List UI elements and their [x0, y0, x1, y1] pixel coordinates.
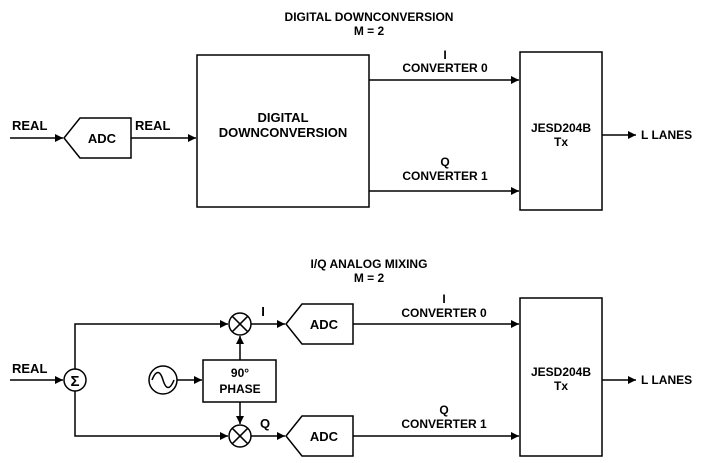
phase-block: [202, 359, 277, 403]
bottom-i-converter: CONVERTER 0: [401, 306, 487, 320]
i-mixer-label: I: [261, 304, 265, 319]
sum-to-i-mixer-path: [74, 320, 228, 369]
top-q-label: Q: [440, 155, 449, 169]
top-ddc-block: [196, 54, 370, 208]
bottom-title-line1: I/Q ANALOG MIXING: [311, 257, 428, 271]
top-ddc-line1: DIGITAL: [257, 110, 308, 125]
adc-q-label: ADC: [310, 429, 339, 444]
bottom-diagram: I/Q ANALOG MIXING M = 2 REAL Σ: [10, 257, 692, 457]
bottom-jesd-block: [519, 297, 603, 457]
top-jesd-line2: Tx: [554, 135, 568, 149]
top-diagram: DIGITAL DOWNCONVERSION M = 2 REAL ADC RE…: [10, 10, 692, 211]
top-i-label: I: [443, 48, 446, 62]
top-output-label: L LANES: [641, 128, 692, 142]
top-jesd-block: [519, 51, 603, 211]
bottom-i-label: I: [442, 292, 445, 306]
bottom-jesd-line2: Tx: [554, 379, 568, 393]
adc-i-label: ADC: [310, 317, 339, 332]
bottom-jesd-line1: JESD204B: [531, 365, 591, 379]
top-adc-label: ADC: [88, 131, 117, 146]
top-ddc-line2: DOWNCONVERSION: [219, 125, 348, 140]
q-mixer-label: Q: [260, 416, 270, 431]
oscillator-icon: [148, 365, 178, 395]
top-i-converter: CONVERTER 0: [402, 61, 488, 75]
bottom-q-converter: CONVERTER 1: [401, 417, 487, 431]
top-q-converter: CONVERTER 1: [402, 169, 488, 183]
top-jesd-line1: JESD204B: [531, 121, 591, 135]
i-mixer: [228, 312, 252, 336]
top-adc-output-label: REAL: [135, 118, 170, 133]
phase-line2: PHASE: [219, 382, 260, 396]
q-mixer: [228, 424, 252, 448]
sum-symbol: Σ: [70, 373, 79, 390]
top-input-label: REAL: [12, 118, 47, 133]
phase-line1: 90°: [231, 366, 249, 380]
top-title-line2: M = 2: [354, 24, 385, 38]
bottom-q-label: Q: [439, 403, 448, 417]
bottom-input-label: REAL: [12, 361, 47, 376]
bottom-title-line2: M = 2: [354, 271, 385, 285]
top-title-line1: DIGITAL DOWNCONVERSION: [285, 10, 454, 24]
sum-to-q-mixer-path: [74, 391, 228, 440]
bottom-output-label: L LANES: [641, 373, 692, 387]
